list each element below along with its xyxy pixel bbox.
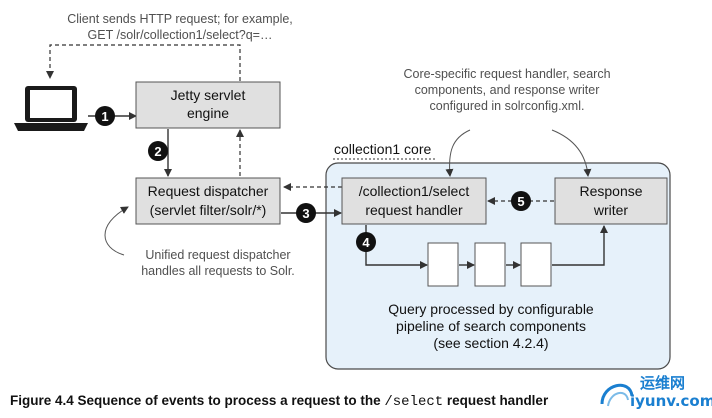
writer-box-line2: writer xyxy=(593,202,629,218)
arrow-response-to-client xyxy=(46,44,241,81)
caption-suffix: request handler xyxy=(443,393,549,408)
client-annotation-line1: Client sends HTTP request; for example, xyxy=(67,12,293,26)
core-annotation-pointer-writer xyxy=(551,129,592,177)
step-5-marker: 5 xyxy=(511,191,531,211)
writer-box-line1: Response xyxy=(579,183,642,199)
watermark-cn: 运维网 xyxy=(640,374,686,392)
step-4-marker: 4 xyxy=(356,232,376,252)
core-label: collection1 core xyxy=(334,141,431,157)
dispatcher-annotation-pointer xyxy=(104,206,129,256)
jetty-box-line1: Jetty servlet xyxy=(171,87,246,103)
caption-code: /select xyxy=(384,394,444,410)
handler-box-line2: request handler xyxy=(365,202,463,218)
step-1-marker: 1 xyxy=(95,106,115,126)
step-4-label: 4 xyxy=(362,235,370,250)
watermark-logo-icon xyxy=(600,383,634,407)
step-2-marker: 2 xyxy=(148,141,168,161)
dispatcher-annotation: Unified request dispatcher handles all r… xyxy=(128,247,308,279)
jetty-box xyxy=(135,81,281,129)
core-annotation-line2: components, and response writer xyxy=(414,83,600,97)
client-annotation-line2: GET /solr/collection1/select?q=… xyxy=(87,28,273,42)
writer-box xyxy=(554,177,668,225)
dispatcher-box-line1: Request dispatcher xyxy=(148,183,269,199)
watermark-url: iyunv.com xyxy=(630,392,712,410)
handler-box xyxy=(341,177,487,225)
dispatcher-box-line2: (servlet filter/solr/*) xyxy=(150,202,267,218)
laptop-icon xyxy=(14,86,88,131)
step-3-marker: 3 xyxy=(296,203,316,223)
step-3-label: 3 xyxy=(302,206,309,221)
core-annotation-pointer-handler xyxy=(445,129,471,177)
handler-box-line1: /collection1/select xyxy=(359,183,470,199)
step-5-label: 5 xyxy=(517,194,524,209)
arrow-pipeline-to-writer xyxy=(552,225,608,266)
search-component-1 xyxy=(427,242,459,287)
search-component-2 xyxy=(474,242,506,287)
dispatcher-annotation-line1: Unified request dispatcher xyxy=(145,248,291,262)
step-2-label: 2 xyxy=(154,144,161,159)
pipeline-text-line2: pipeline of search components xyxy=(396,318,586,334)
pipeline-text-line1: Query processed by configurable xyxy=(388,301,594,317)
caption-prefix: Figure 4.4 Sequence of events to process… xyxy=(10,393,385,408)
core-annotation-line1: Core-specific request handler, search xyxy=(403,67,611,81)
dispatcher-annotation-line2: handles all requests to Solr. xyxy=(141,264,295,278)
step-1-label: 1 xyxy=(101,109,108,124)
core-annotation: Core-specific request handler, search co… xyxy=(392,66,622,114)
core-annotation-line3: configured in solrconfig.xml. xyxy=(429,99,585,113)
figure-caption: Figure 4.4 Sequence of events to process… xyxy=(10,393,548,410)
jetty-box-line2: engine xyxy=(187,105,229,121)
client-annotation: Client sends HTTP request; for example, … xyxy=(50,11,310,43)
pipeline-text-line3: (see section 4.2.4) xyxy=(433,335,548,351)
watermark: 运维网 iyunv.com xyxy=(596,370,712,414)
dispatcher-box xyxy=(135,177,281,225)
search-component-3 xyxy=(520,242,552,287)
